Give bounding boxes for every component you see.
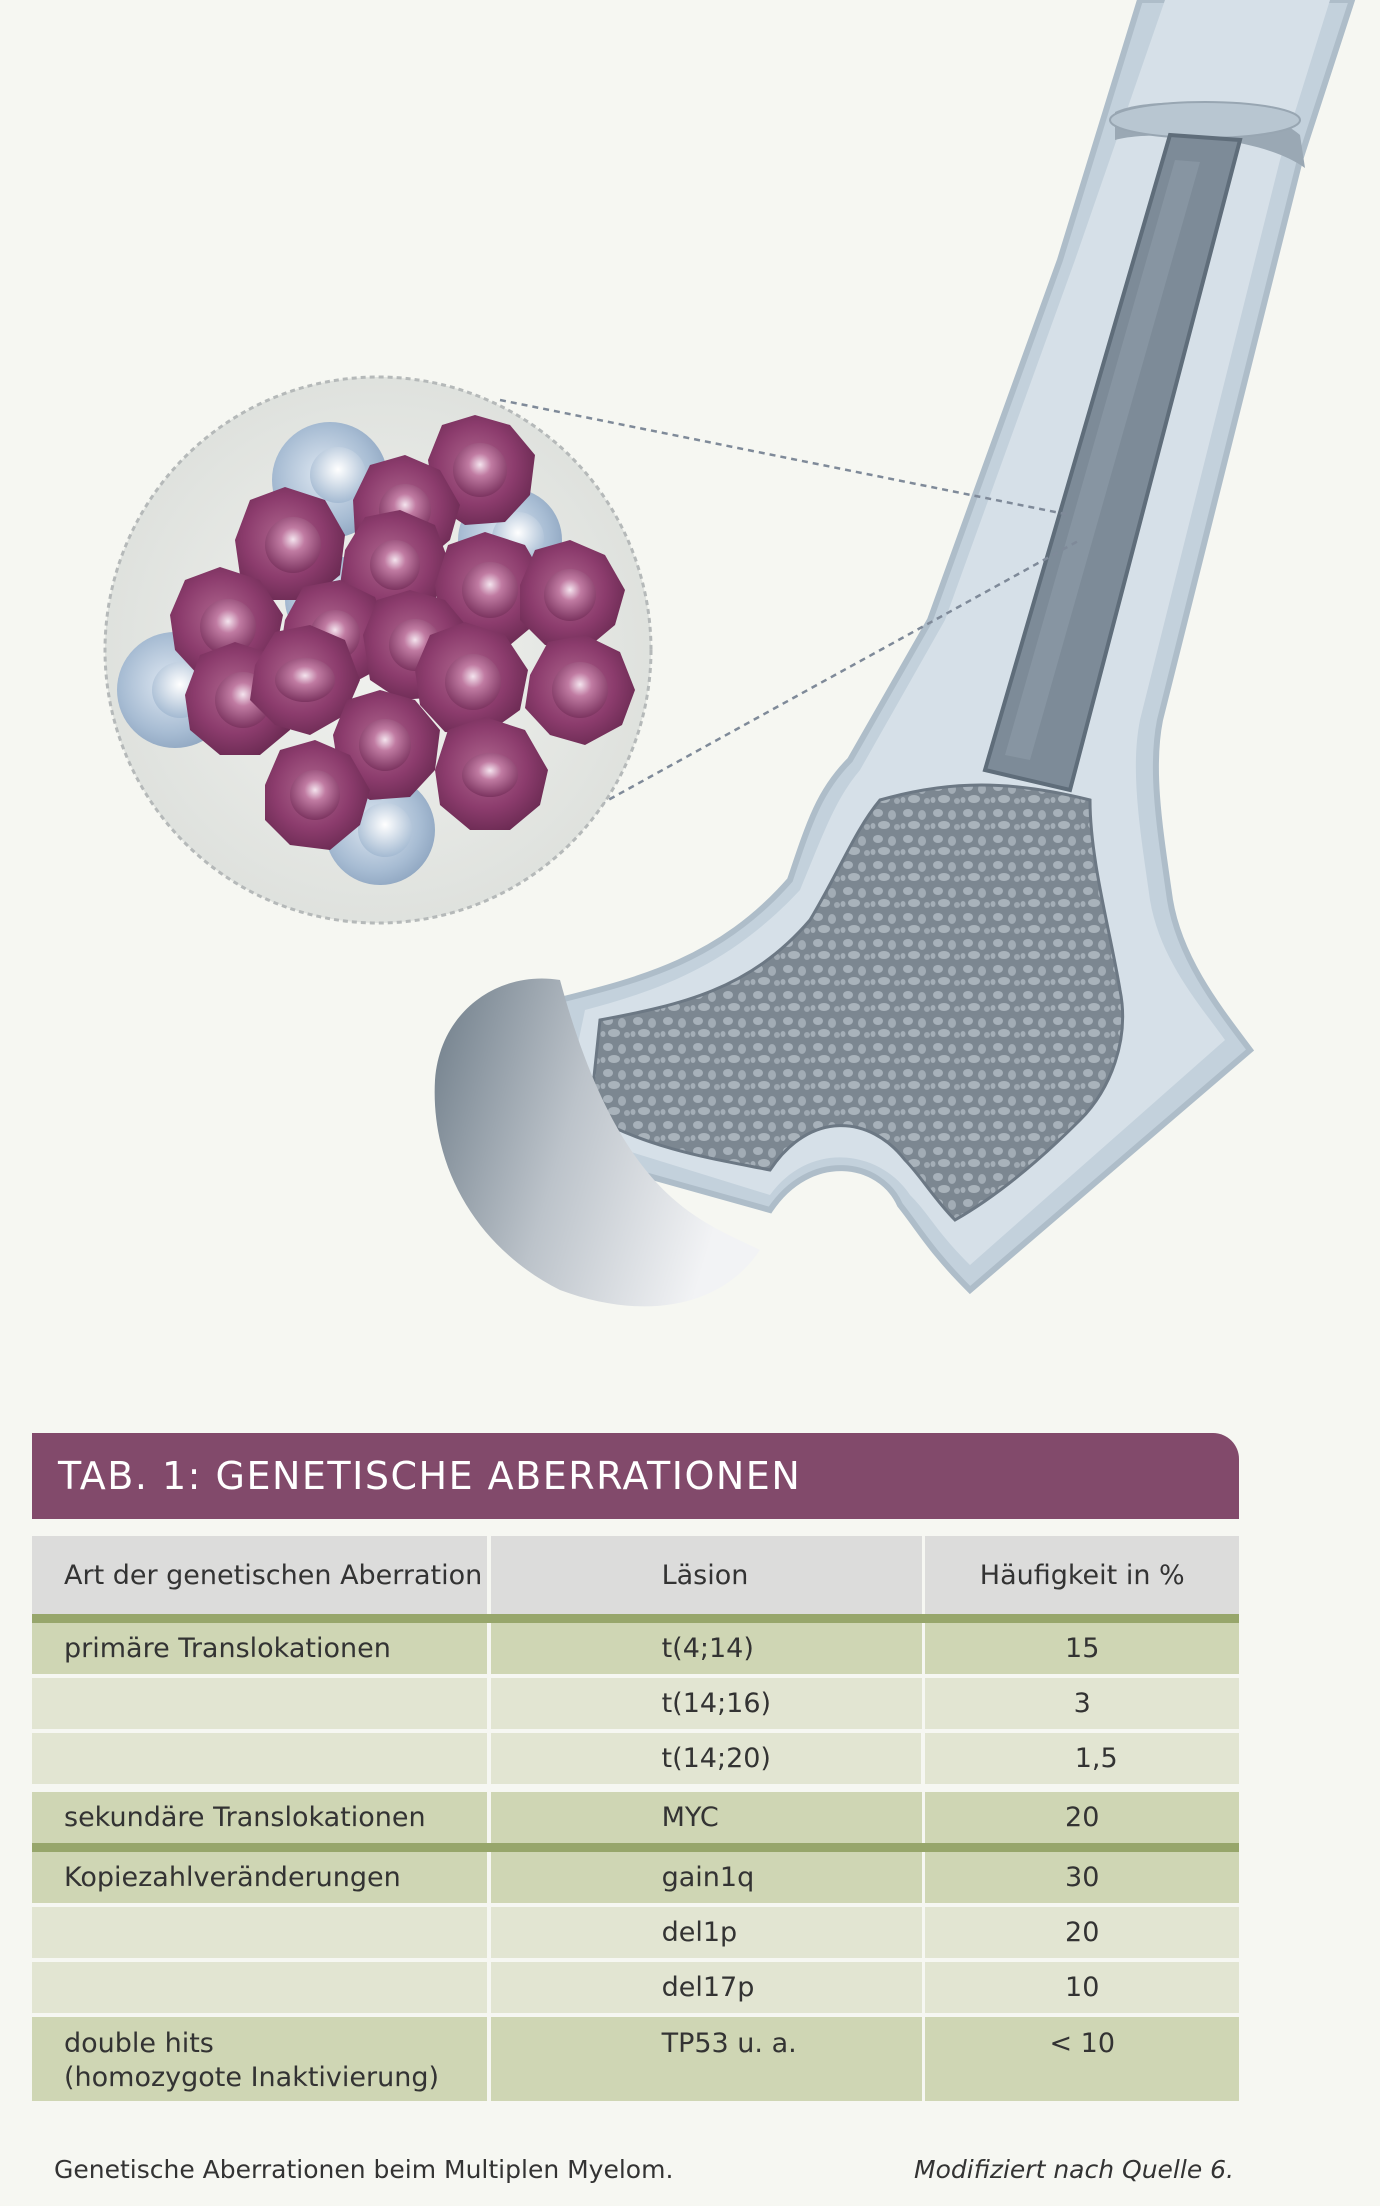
cell-frequency: 15 [1065, 1633, 1100, 1664]
cell-lesion: gain1q [661, 1862, 755, 1893]
table-row: del1p 20 [32, 1903, 1239, 1958]
aberrations-table: TAB. 1: GENETISCHE ABERRATIONEN Art der … [32, 1433, 1239, 2101]
table-row: del17p 10 [32, 1958, 1239, 2013]
caption-text: Genetische Aberrationen beim Multiplen M… [54, 2155, 674, 2184]
cell-type: double hits [64, 2028, 214, 2059]
table-caption: Genetische Aberrationen beim Multiplen M… [54, 2155, 1234, 2184]
header-aberration-type: Art der genetischen Aberration [64, 1559, 483, 1591]
header-frequency: Häufigkeit in % [979, 1559, 1185, 1591]
cell-frequency: 20 [1065, 1802, 1100, 1833]
table-row: t(14;20) 1,5 [32, 1729, 1239, 1784]
cell-lesion: TP53 u. a. [661, 2028, 797, 2059]
table-row: Kopiezahlveränderungen gain1q 30 [32, 1852, 1239, 1903]
cell-lesion: MYC [661, 1802, 719, 1833]
header-rule [32, 1614, 1239, 1623]
cell-type: primäre Translokationen [64, 1633, 391, 1664]
header-lesion: Läsion [661, 1559, 749, 1591]
spongy-bone [588, 783, 1125, 1222]
femoral-head [434, 978, 760, 1307]
cell-lesion: t(14;20) [661, 1743, 771, 1774]
cell-lesion: del1p [661, 1917, 738, 1948]
bone-marrow-illustration [103, 0, 1356, 1307]
table-title: TAB. 1: GENETISCHE ABERRATIONEN [32, 1433, 1239, 1519]
cell-lesion: t(14;16) [661, 1688, 772, 1719]
caption-source: Modifiziert nach Quelle 6. [914, 2155, 1234, 2184]
cell-type: Kopiezahlveränderungen [64, 1862, 401, 1893]
cell-frequency: 20 [1065, 1917, 1100, 1948]
cell-type: sekundäre Translokationen [64, 1802, 426, 1833]
cell-type-detail: (homozygote Inaktivierung) [64, 2062, 440, 2093]
cell-lesion: t(4;14) [661, 1633, 754, 1664]
cell-frequency: < 10 [1049, 2028, 1116, 2059]
table-row: sekundäre Translokationen MYC 20 [32, 1784, 1239, 1843]
table-row: primäre Translokationen t(4;14) 15 [32, 1623, 1239, 1674]
myeloma-cells [170, 415, 635, 850]
cell-frequency: 30 [1065, 1862, 1100, 1893]
cell-frequency: 1,5 [1074, 1743, 1118, 1774]
table-header-row: Art der genetischen Aberration Läsion Hä… [32, 1536, 1239, 1614]
cell-lesion: del17p [661, 1972, 755, 2003]
cell-frequency: 3 [1073, 1688, 1091, 1719]
table-row: double hits (homozygote Inaktivierung) T… [32, 2013, 1239, 2101]
group-rule [32, 1843, 1239, 1852]
cell-frequency: 10 [1065, 1972, 1100, 2003]
table-row: t(14;16) 3 [32, 1674, 1239, 1729]
